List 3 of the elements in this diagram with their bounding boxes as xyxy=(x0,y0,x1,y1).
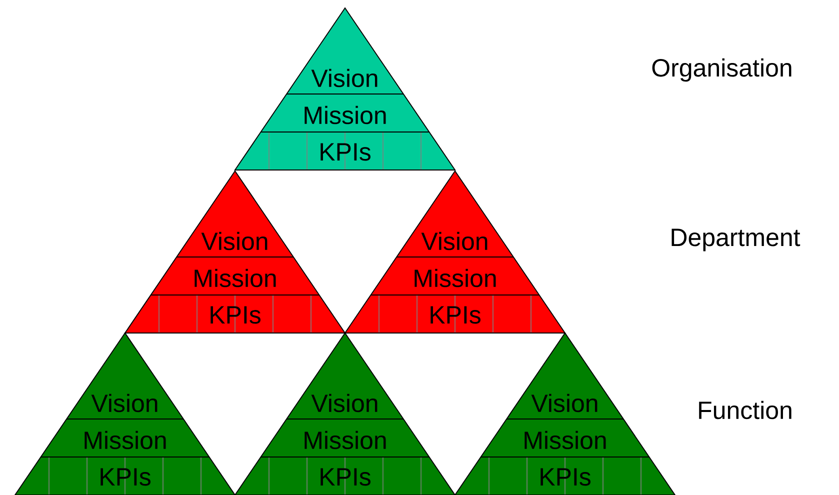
level-label: Function xyxy=(699,400,792,420)
level-label: Organisation xyxy=(652,58,792,82)
level-label: Department xyxy=(672,228,800,252)
